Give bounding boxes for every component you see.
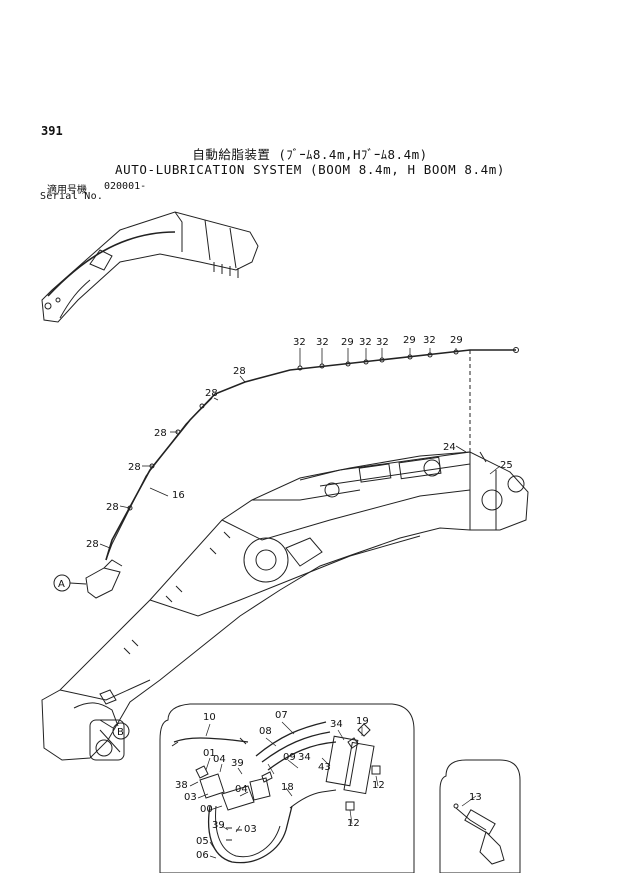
main-callout-labels: 32 32 29 32 32 29 32 29 28 28 28 28 16 2…: [58, 335, 513, 738]
inset-callout-leaders: [189, 721, 477, 859]
callout-label: 28: [106, 502, 119, 513]
callout-label: 05: [196, 836, 209, 847]
inset-side-detail: [439, 759, 521, 873]
callout-label: 13: [469, 792, 482, 803]
callout-label: 29: [403, 335, 416, 346]
callout-label: 06: [196, 850, 209, 861]
detail-b-marker: [99, 719, 130, 740]
callout-label: 19: [356, 716, 369, 727]
callout-label: 04: [213, 754, 226, 765]
callout-label: 12: [372, 780, 385, 791]
overview-boom-illustration: [41, 211, 259, 323]
callout-label: 12: [347, 818, 360, 829]
callout-label: 03: [184, 792, 197, 803]
callout-label: 24: [443, 442, 456, 453]
detail-b-label: B: [117, 727, 124, 738]
callout-label: 29: [450, 335, 463, 346]
callout-label: 03: [244, 824, 257, 835]
inset-b-detail: [159, 703, 415, 873]
callout-label: 00: [200, 804, 213, 815]
detail-a-component: [53, 559, 123, 599]
serial-label-english: Serial No.: [40, 191, 104, 202]
callout-label: 07: [275, 710, 288, 721]
callout-label: 32: [316, 337, 329, 348]
page-number: 391: [41, 124, 63, 138]
callout-label: 25: [500, 460, 513, 471]
callout-label: 08: [259, 726, 272, 737]
callout-label: 39: [212, 820, 225, 831]
callout-label: 32: [359, 337, 372, 348]
serial-number-value: 020001-: [104, 181, 147, 192]
callout-label: 04: [235, 784, 248, 795]
diagram-title-english: AUTO-LUBRICATION SYSTEM (BOOM 8.4m, H BO…: [114, 162, 506, 177]
callout-label: 28: [233, 366, 246, 377]
callout-label: 18: [281, 782, 294, 793]
detail-a-label: A: [58, 579, 65, 590]
diagram-title-japanese: 自動給脂装置 (ﾌﾞｰﾑ8.4m,Hﾌﾞｰﾑ8.4m): [192, 147, 428, 162]
callout-label: 28: [128, 462, 141, 473]
inset-callout-labels: 10 07 08 34 19 01 04 39 09 34 43 38 04 1…: [175, 710, 482, 861]
callout-label: 32: [293, 337, 306, 348]
callout-label: 32: [423, 335, 436, 346]
callout-label: 39: [231, 758, 244, 769]
callout-label: 28: [86, 539, 99, 550]
callout-label: 28: [205, 388, 218, 399]
callout-label: 29: [341, 337, 354, 348]
callout-label: 10: [203, 712, 216, 723]
callout-label: 38: [175, 780, 188, 791]
callout-label: 01: [203, 748, 216, 759]
callout-label: 43: [318, 762, 331, 773]
callout-label: 34: [298, 752, 311, 763]
callout-leader-lines: [99, 348, 501, 549]
callout-label: 16: [172, 490, 185, 501]
callout-label: 09: [283, 752, 296, 763]
callout-label: 34: [330, 719, 343, 730]
callout-label: 32: [376, 337, 389, 348]
serial-label-japanese: 適用号機: [47, 185, 87, 196]
callout-label: 28: [154, 428, 167, 439]
